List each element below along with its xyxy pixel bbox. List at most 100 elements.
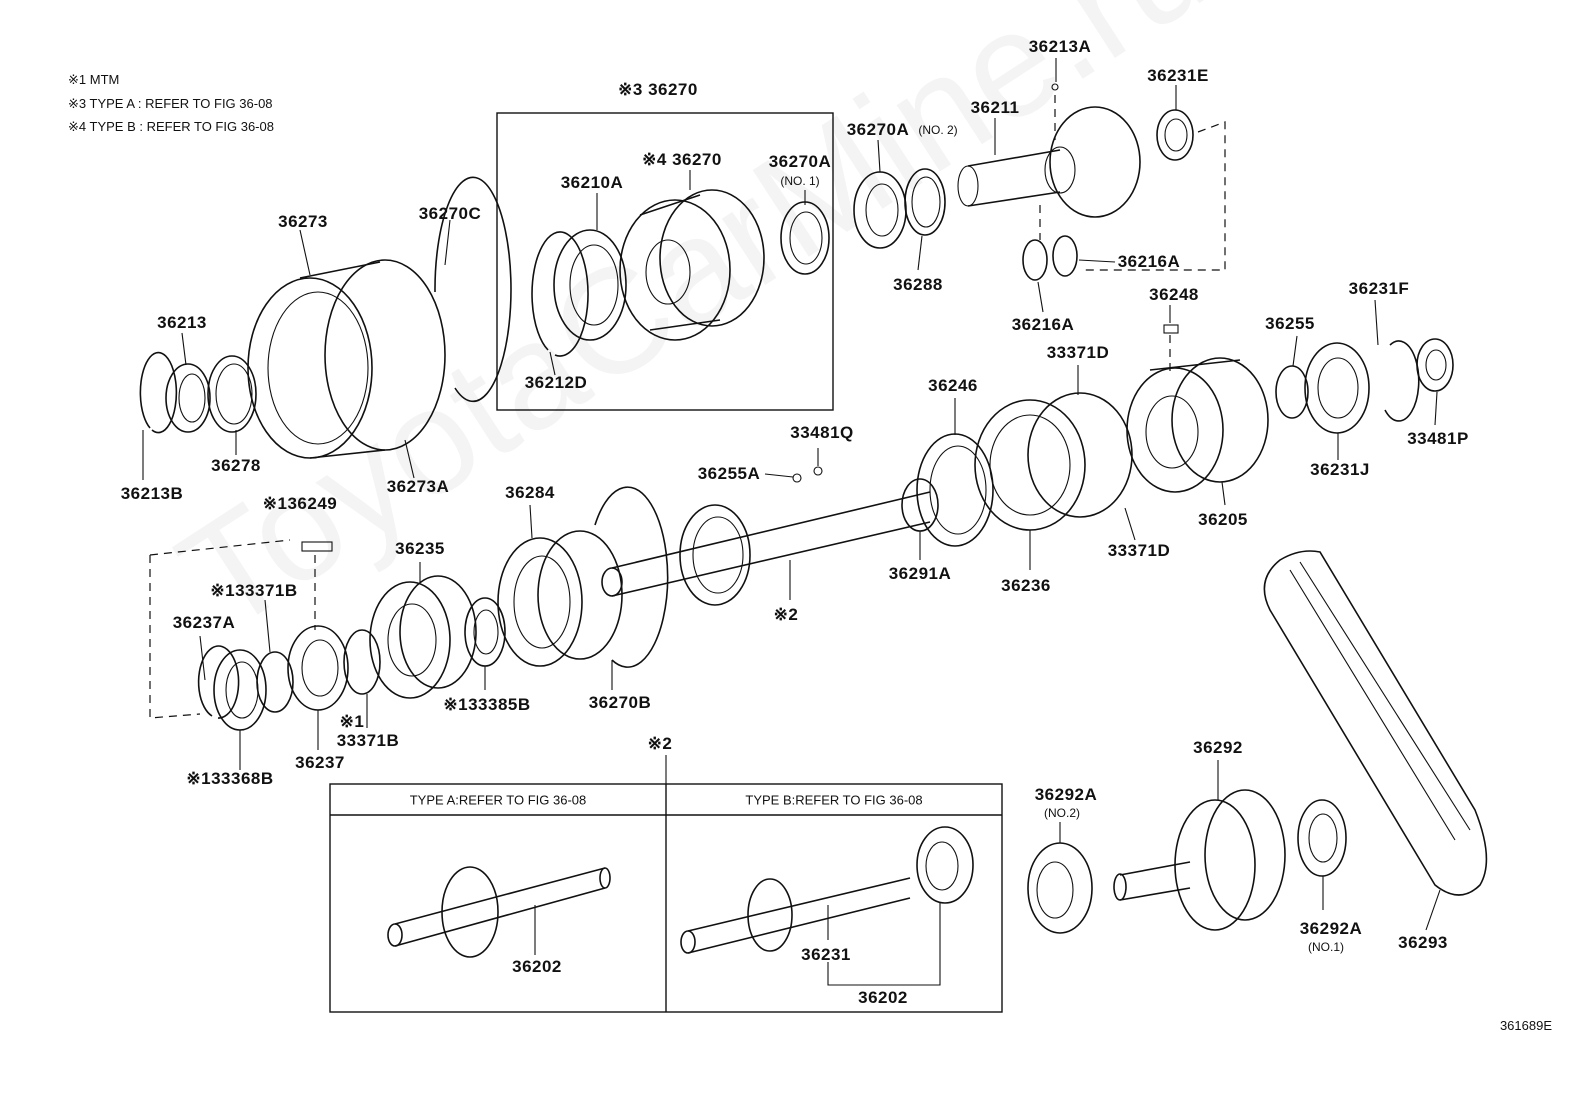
- part-label-36255A[interactable]: 36255A: [697, 464, 761, 483]
- snap-ring-36212D: [531, 231, 589, 357]
- part-label-36231J[interactable]: 36231J: [1310, 460, 1370, 479]
- ring-36255: [1275, 365, 1309, 419]
- part-label-36216A-left[interactable]: 36216A: [1011, 315, 1075, 334]
- assembly-box-36270: [496, 112, 834, 411]
- part-label-36248[interactable]: 36248: [1149, 285, 1199, 304]
- part-label-33371D-upper[interactable]: 33371D: [1046, 343, 1110, 362]
- part-label-36213A[interactable]: 36213A: [1028, 37, 1092, 56]
- note-mark-33371B: ※1: [339, 712, 365, 731]
- snap-ring-36270B: [594, 486, 669, 668]
- part-label-36278[interactable]: 36278: [211, 456, 261, 475]
- part-label-33385B[interactable]: ※133385B: [443, 695, 531, 714]
- part-label-33371B-upper[interactable]: ※133371B: [210, 581, 298, 600]
- snap-ring-36213B: [139, 351, 178, 434]
- part-label-36255[interactable]: 36255: [1265, 314, 1315, 333]
- part-label-36293[interactable]: 36293: [1398, 933, 1448, 952]
- ring-33371B: [256, 651, 294, 713]
- bearing-33385B: [464, 597, 506, 667]
- chain-36293: [1263, 550, 1488, 896]
- sub-label-no2-lower: (NO.2): [1044, 806, 1080, 820]
- part-label-36249[interactable]: ※136249: [262, 494, 338, 513]
- output-shaft: [601, 478, 939, 606]
- part-label-36291A[interactable]: 36291A: [888, 564, 952, 583]
- sub-label-no1-lower: (NO.1): [1308, 940, 1344, 954]
- bearing-36231J: [1304, 342, 1370, 434]
- part-label-36270-type-b[interactable]: ※4 36270: [642, 150, 722, 169]
- part-label-36211[interactable]: 36211: [970, 98, 1020, 117]
- sprocket-36246: [916, 433, 994, 547]
- part-label-36210A[interactable]: 36210A: [560, 173, 624, 192]
- sub-label-no2-upper: (NO. 2): [918, 123, 958, 137]
- note-1: ※1 MTM: [68, 72, 120, 87]
- part-label-33368B[interactable]: ※133368B: [186, 769, 274, 788]
- bearing-36292A-no1: [1297, 799, 1347, 877]
- part-label-36273[interactable]: 36273: [278, 212, 328, 231]
- part-label-33481P[interactable]: 33481P: [1407, 429, 1469, 448]
- synchro-36205: [1126, 357, 1269, 493]
- ball-36255A: [792, 473, 802, 483]
- part-label-36292A-no2[interactable]: 36292A: [1034, 785, 1098, 804]
- part-label-33371D-lower[interactable]: 33371D: [1107, 541, 1171, 560]
- part-label-36231E[interactable]: 36231E: [1147, 66, 1209, 85]
- snap-ring-36237A: [197, 645, 240, 719]
- part-label-36202-type-a[interactable]: 36202: [512, 957, 562, 976]
- hub-36236: [974, 392, 1133, 531]
- hub-36237: [287, 625, 349, 711]
- part-label-36284[interactable]: 36284: [505, 483, 555, 502]
- type-a-header: TYPE A:REFER TO FIG 36-08: [409, 792, 587, 808]
- bearing-36292A-no2: [1027, 842, 1093, 934]
- note-mark-shaft: ※2: [773, 605, 799, 624]
- part-label-36273A[interactable]: 36273A: [386, 477, 450, 496]
- ball-36213A: [1051, 83, 1059, 91]
- snap-ring-36270C: [434, 176, 512, 403]
- diff-case-36270: [619, 189, 765, 341]
- part-label-36236[interactable]: 36236: [1001, 576, 1051, 595]
- shim-36288: [904, 168, 946, 236]
- sub-label-no1-upper: (NO. 1): [780, 174, 820, 188]
- note-mark-panel: ※2: [647, 734, 673, 753]
- part-label-36270A-no1[interactable]: 36270A: [768, 152, 832, 171]
- ring-gear-36273: [247, 259, 446, 459]
- part-label-36235[interactable]: 36235: [395, 539, 445, 558]
- part-label-36205[interactable]: 36205: [1198, 510, 1248, 529]
- part-label-36246[interactable]: 36246: [928, 376, 978, 395]
- bearing-36270A-no2: [853, 171, 907, 249]
- part-label-36237[interactable]: 36237: [295, 753, 345, 772]
- gear-36235: [369, 575, 477, 699]
- part-label-36231[interactable]: 36231: [801, 945, 851, 964]
- leader-lines: [142, 58, 1441, 986]
- bearing-33481P: [1416, 338, 1454, 392]
- figure-number: 361689E: [1499, 1018, 1552, 1033]
- ball-33481Q: [813, 466, 823, 476]
- washer-36278: [207, 355, 257, 433]
- shaft-type-b: [680, 826, 974, 954]
- part-label-33481Q[interactable]: 33481Q: [790, 423, 854, 442]
- part-label-36270B[interactable]: 36270B: [588, 693, 652, 712]
- note-3: ※3 TYPE A : REFER TO FIG 36-08: [68, 96, 273, 111]
- part-label-33371B-lower[interactable]: 33371B: [336, 731, 400, 750]
- type-b-header: TYPE B:REFER TO FIG 36-08: [745, 792, 923, 808]
- snap-ring-36231F: [1384, 340, 1420, 422]
- shaft-type-a: [387, 866, 611, 958]
- part-label-36213B[interactable]: 36213B: [120, 484, 184, 503]
- key-36249: [301, 541, 333, 552]
- part-label-36212D[interactable]: 36212D: [524, 373, 588, 392]
- part-label-36213[interactable]: 36213: [157, 313, 207, 332]
- ring-33371B-lower: [343, 629, 381, 695]
- part-label-36202-type-b[interactable]: 36202: [858, 988, 908, 1007]
- bearing-36213: [165, 363, 211, 433]
- part-label-36216A-right[interactable]: 36216A: [1117, 252, 1181, 271]
- part-label-36270A-no2[interactable]: 36270A: [846, 120, 910, 139]
- part-label-36292[interactable]: 36292: [1193, 738, 1243, 757]
- part-label-36270C[interactable]: 36270C: [418, 204, 482, 223]
- part-label-36292A-no1[interactable]: 36292A: [1299, 919, 1363, 938]
- bearing-36270A-no1: [780, 201, 830, 275]
- snap-rings-36216A: [1022, 235, 1078, 281]
- gear-36284: [497, 530, 623, 667]
- part-label-36237A[interactable]: 36237A: [172, 613, 236, 632]
- part-label-36231F[interactable]: 36231F: [1348, 279, 1410, 298]
- shaft-36211: [957, 106, 1141, 218]
- part-label-36288[interactable]: 36288: [893, 275, 943, 294]
- part-label-36270-type-a[interactable]: ※3 36270: [618, 80, 698, 99]
